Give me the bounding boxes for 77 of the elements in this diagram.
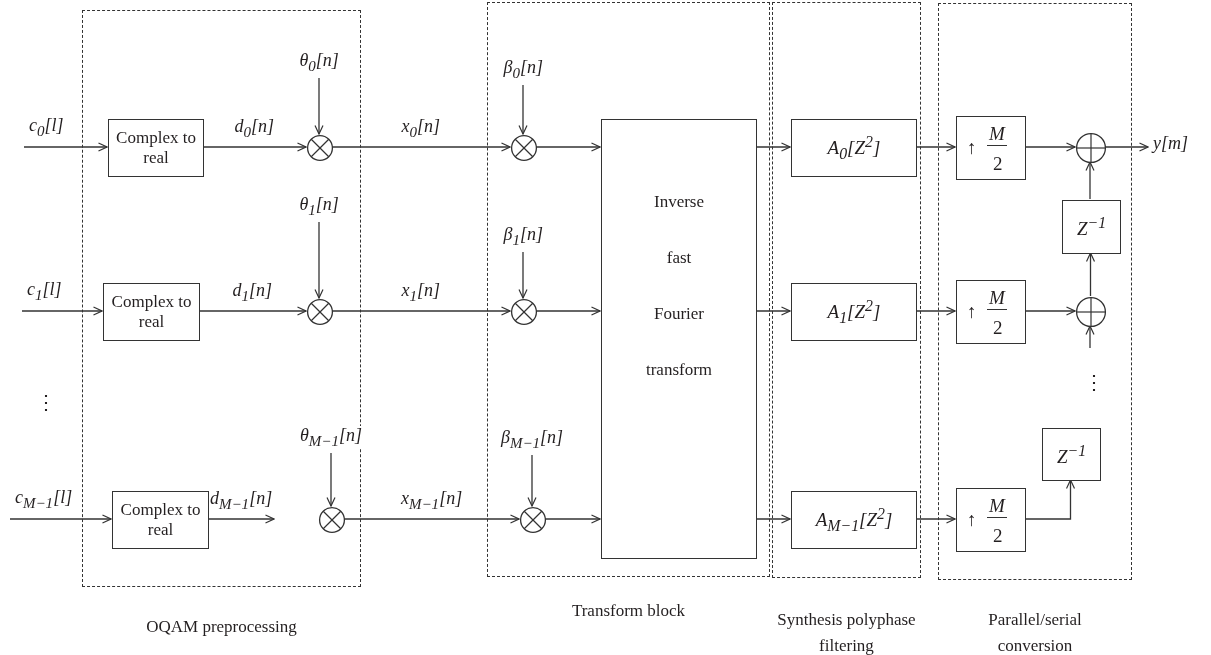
signal-arrow: [755, 142, 791, 152]
signal-arrow: [331, 142, 511, 152]
process-block: [956, 280, 1026, 344]
signal-arrow: [1085, 325, 1095, 349]
signal-arrow: [1024, 306, 1076, 316]
ellipsis-dots: ⋮: [1084, 372, 1104, 392]
signal-arrow: [915, 142, 956, 152]
signal-arrow: [198, 306, 307, 316]
multiplier-symbol: [307, 299, 333, 325]
signal-arrow: [314, 77, 324, 135]
fraction-denominator: 2: [993, 317, 1003, 339]
upsample-arrow: ↑: [967, 137, 977, 159]
group-caption: OQAM preprocessing: [146, 616, 297, 638]
block-label: A$_{1}$[Z$^{2}$]: [825, 296, 882, 328]
process-block: [103, 283, 200, 341]
multiplier-symbol: [307, 135, 333, 161]
process-block: [108, 119, 204, 177]
signal-arrow: [343, 514, 520, 524]
signal-arrow: [755, 514, 791, 524]
process-block: [112, 491, 209, 549]
multiplier-symbol: [511, 135, 537, 161]
block-label: Complex to real: [119, 500, 202, 540]
process-block: [791, 119, 917, 177]
process-block: [1062, 200, 1121, 254]
multiplier-symbol: [319, 507, 345, 533]
fraction-numerator: M: [987, 495, 1007, 518]
signal-arrow: [915, 306, 956, 316]
process-block: [791, 283, 917, 341]
process-block: [791, 491, 917, 549]
block-label: Z$^{−1}$: [1055, 441, 1088, 468]
process-block: [956, 116, 1026, 180]
signal-arrow: [1085, 161, 1095, 200]
group-caption: Synthesis polyphase filtering: [776, 609, 917, 655]
upsample-arrow: ↑: [967, 509, 977, 531]
signal-arrow: [331, 306, 511, 316]
signal-arrow: [21, 306, 103, 316]
ellipsis-dots: ⋮: [36, 392, 56, 412]
fraction-denominator: 2: [993, 153, 1003, 175]
signal-label: y[m]: [1152, 134, 1189, 154]
signal-arrow: [527, 454, 537, 507]
signal-label: θ$_{M−1}$[n]: [299, 426, 363, 450]
signal-arrow: [207, 514, 275, 524]
group-caption: Parallel/serial conversion: [987, 609, 1083, 655]
adder-symbol: [1076, 297, 1106, 327]
signal-arrow: [535, 142, 601, 152]
signal-arrow: [23, 142, 108, 152]
process-block: [1042, 428, 1101, 481]
block-label: Complex to real: [110, 292, 193, 332]
multiplier-symbol: [511, 299, 537, 325]
fraction-numerator: M: [987, 123, 1007, 146]
signal-arrow: [915, 514, 956, 524]
fraction-numerator: M: [987, 287, 1007, 310]
fraction-denominator: 2: [993, 525, 1003, 547]
signal-arrow: [1104, 142, 1149, 152]
process-block: [601, 119, 757, 559]
signal-arrow: [535, 306, 601, 316]
multiplier-symbol: [520, 507, 546, 533]
signal-arrow: [1085, 252, 1096, 297]
signal-arrow: [544, 514, 601, 524]
signal-arrow: [755, 306, 791, 316]
block-label: Inverse fast Fourier transform: [644, 191, 714, 381]
block-label: Z$^{−1}$: [1075, 213, 1108, 241]
signal-arrow: [518, 84, 528, 135]
signal-arrow: [1024, 479, 1076, 520]
process-block: [956, 488, 1026, 552]
block-label: A$_{M−1}$[Z$^{2}$]: [814, 504, 894, 536]
signal-arrow: [9, 514, 112, 524]
signal-arrow: [314, 221, 324, 299]
group-caption: Transform block: [571, 600, 686, 622]
upsample-arrow: ↑: [967, 301, 977, 323]
signal-arrow: [518, 251, 528, 299]
block-label: A$_{0}$[Z$^{2}$]: [825, 132, 882, 164]
adder-symbol: [1076, 133, 1106, 163]
signal-arrow: [1024, 142, 1076, 152]
signal-arrow: [202, 142, 307, 152]
block-label: Complex to real: [115, 128, 197, 168]
signal-arrow: [326, 452, 336, 507]
